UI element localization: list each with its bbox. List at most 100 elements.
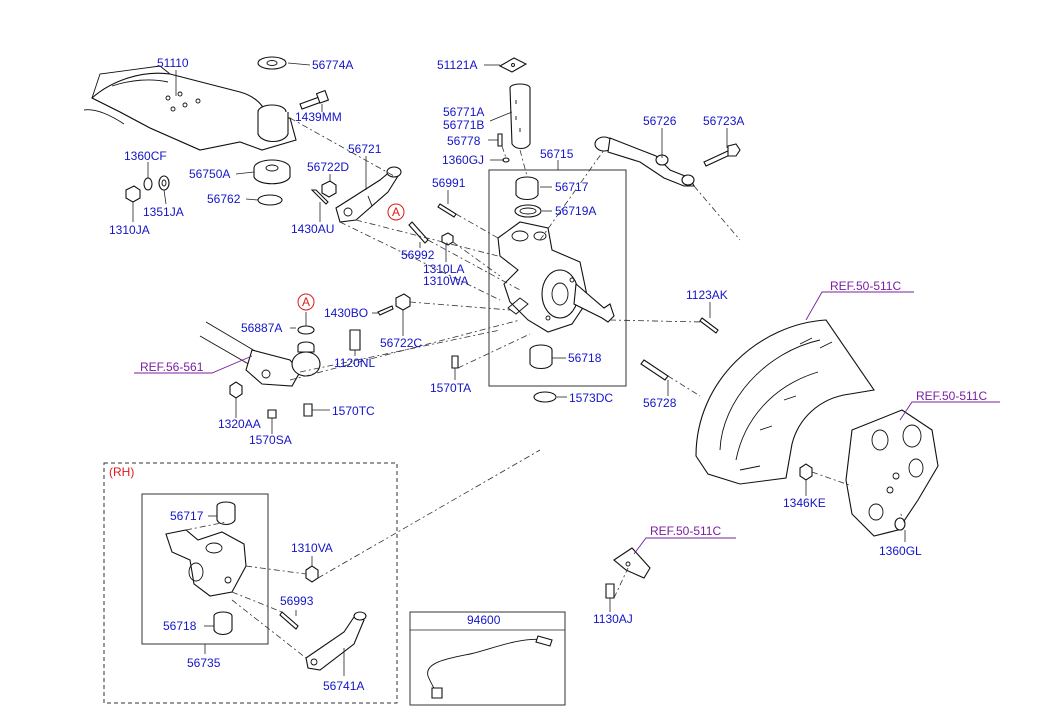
label-56993: 56993 — [280, 594, 314, 608]
ref-label-56-561: REF.56-561 — [140, 360, 204, 374]
label-1310la: 1310LA — [423, 262, 464, 276]
label-56719a: 56719A — [555, 204, 596, 218]
label-1346ke: 1346KE — [783, 496, 826, 510]
rh-bolt-56993 — [279, 611, 299, 630]
label-56723a: 56723A — [703, 114, 744, 128]
marker-a-left: A — [302, 295, 310, 309]
rh-bushing-56718 — [213, 611, 233, 636]
label-1320aa: 1320AA — [218, 417, 261, 431]
label-1360gl: 1360GL — [879, 544, 922, 558]
label-56992: 56992 — [401, 248, 435, 262]
reference-labels: REF.56-561 REF.50-511C REF.50-511C REF.5… — [140, 279, 987, 538]
bolt-56723a — [703, 143, 741, 167]
bushing-56750a — [253, 159, 291, 185]
label-1570sa: 1570SA — [249, 433, 292, 447]
cap-56762 — [257, 194, 283, 206]
ref-label-50-511c-small: REF.50-511C — [650, 524, 721, 538]
label-56735: 56735 — [187, 656, 221, 670]
screw-1130aj — [605, 583, 615, 599]
rh-bushing-56717 — [216, 501, 236, 526]
washer-1360cf — [143, 177, 153, 191]
label-56741a: 56741A — [323, 679, 364, 693]
cotter-pin-1430au — [310, 189, 329, 205]
fitting-1570sa — [267, 409, 277, 419]
reference-leaders — [134, 291, 1000, 555]
ref-label-50-511c-shield: REF.50-511C — [830, 279, 901, 293]
label-1351ja: 1351JA — [143, 205, 184, 219]
nut-1320aa — [229, 381, 243, 399]
label-1130aj: 1130AJ — [593, 612, 633, 626]
nut-56722d — [321, 180, 337, 198]
label-56726: 56726 — [643, 114, 677, 128]
knuckle-group-box — [488, 169, 627, 387]
label-1360cf: 1360CF — [124, 149, 167, 163]
label-56728: 56728 — [643, 396, 677, 410]
nut-1310ja — [125, 185, 141, 203]
bolt-56778 — [497, 133, 503, 147]
label-1310ja: 1310JA — [109, 223, 150, 237]
label-56771b: 56771B — [443, 118, 484, 132]
label-56718: 56718 — [568, 351, 602, 365]
label-56887a: 56887A — [241, 321, 282, 335]
cap-1573dc — [533, 391, 557, 403]
ref-label-50-511c-bracket: REF.50-511C — [916, 389, 987, 403]
kingpin-56771a — [509, 83, 531, 150]
pitman-arm-56726 — [594, 136, 695, 187]
rh-section-label: (RH) — [109, 465, 134, 479]
caliper-bracket — [845, 409, 939, 537]
label-1310va: 1310VA — [291, 541, 333, 555]
label-56721: 56721 — [348, 142, 382, 156]
label-1120nl: 1120NL — [334, 356, 375, 370]
label-rh-56718: 56718 — [163, 619, 197, 633]
washer-56774a — [257, 56, 287, 70]
label-1573dc: 1573DC — [569, 391, 613, 405]
label-56722c: 56722C — [380, 336, 422, 350]
rh-steering-knuckle — [165, 529, 247, 597]
bolt-56992 — [408, 221, 429, 244]
label-1430bo: 1430BO — [324, 306, 368, 320]
bolt-1123ak — [699, 317, 719, 334]
label-56991: 56991 — [432, 176, 466, 190]
label-1310wa: 1310WA — [423, 274, 469, 288]
label-56750a: 56750A — [189, 167, 230, 181]
bushing-56717-top — [515, 176, 539, 201]
label-56774a: 56774A — [312, 58, 353, 72]
bolt-1120nl — [349, 329, 361, 351]
marker-a-top: A — [392, 205, 400, 219]
marker-a-circle-left — [297, 293, 315, 311]
rh-nut-1310va — [305, 565, 319, 583]
label-56722d: 56722D — [307, 160, 349, 174]
label-1360gj: 1360GJ — [442, 153, 484, 167]
label-51121a: 51121A — [437, 58, 477, 72]
small-bracket — [613, 547, 651, 579]
cotter-pin-1430bo — [377, 305, 394, 316]
bolt-56728 — [640, 359, 669, 381]
label-1439mm: 1439MM — [295, 110, 342, 124]
label-rh-56717: 56717 — [170, 509, 204, 523]
marker-a-circle-top — [387, 203, 405, 221]
bolt-1570ta — [451, 355, 459, 369]
label-94600: 94600 — [467, 613, 501, 627]
label-1570ta: 1570TA — [430, 381, 471, 395]
rh-idler-arm-56741a — [305, 611, 367, 671]
label-56762: 56762 — [207, 192, 241, 206]
tie-rod-end — [199, 321, 321, 387]
label-1430au: 1430AU — [291, 222, 334, 236]
label-56778: 56778 — [447, 134, 481, 148]
sensor-box — [409, 611, 566, 706]
leader-lines — [132, 62, 906, 676]
washer-1351ja — [158, 175, 170, 191]
bushing-56718 — [529, 344, 553, 370]
nut-56887a — [297, 325, 315, 335]
label-1123ak: 1123AK — [686, 288, 728, 302]
bolt-56991 — [437, 203, 457, 218]
label-56771a: 56771A — [443, 105, 484, 119]
dust-shield — [695, 319, 875, 485]
bolt-1439mm — [299, 89, 330, 110]
label-51110: 51110 — [157, 56, 189, 70]
part-labels: 51110 56774A 1439MM 1360CF 56750A 1351JA… — [109, 56, 922, 693]
nut-56722c — [395, 293, 411, 311]
seal-56719a — [514, 204, 542, 218]
nut-1346ke — [799, 463, 813, 481]
